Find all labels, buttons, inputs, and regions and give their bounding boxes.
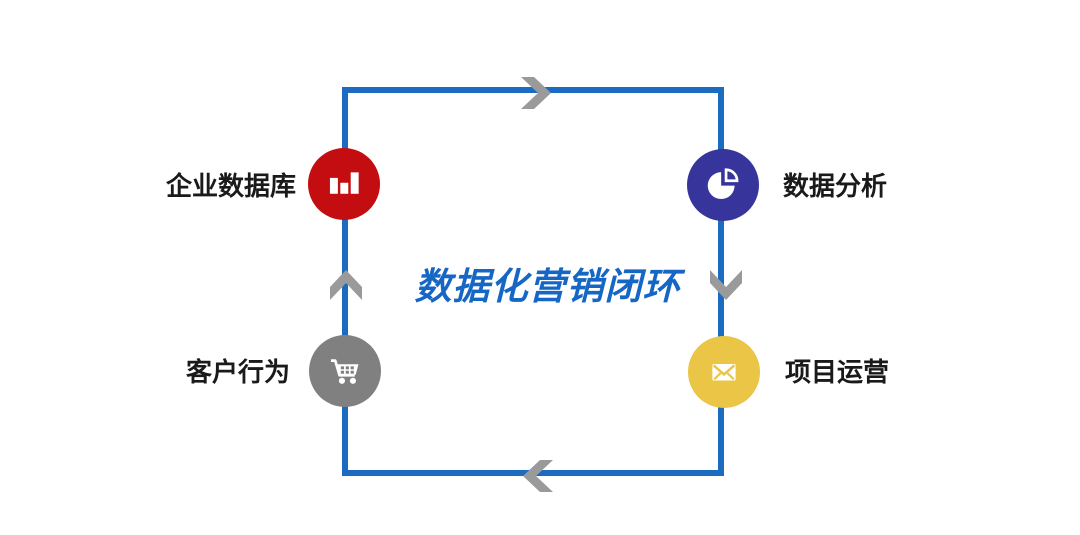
- arrow-left-icon: [523, 460, 553, 492]
- arrow-down-icon: [710, 270, 742, 300]
- node-data-analysis: [687, 149, 759, 221]
- node-label-data-analysis: 数据分析: [783, 171, 888, 201]
- node-label-customer-behavior: 客户行为: [185, 357, 290, 387]
- node-project-operations: [688, 336, 760, 408]
- bar-chart-icon: [322, 162, 366, 206]
- diagram-title: 数据化营销闭环: [414, 266, 681, 307]
- arrow-right-icon: [521, 77, 551, 109]
- node-label-enterprise-database: 企业数据库: [165, 171, 296, 201]
- node-customer-behavior: [309, 335, 381, 407]
- pie-chart-icon: [701, 163, 745, 207]
- node-enterprise-database: [308, 148, 380, 220]
- arrow-up-icon: [330, 270, 362, 300]
- cart-icon: [323, 349, 367, 393]
- mail-icon: [702, 350, 746, 394]
- node-label-project-operations: 项目运营: [785, 357, 890, 387]
